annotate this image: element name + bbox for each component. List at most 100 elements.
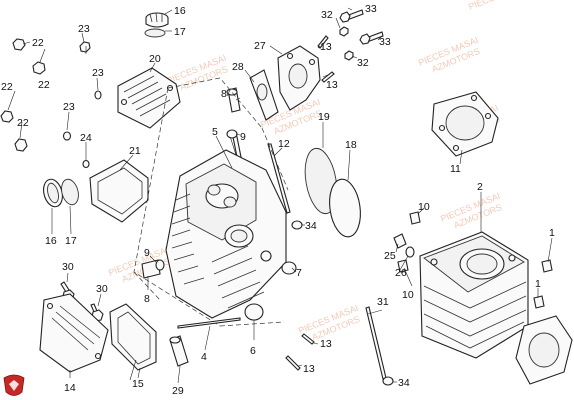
callout-13: 13 bbox=[326, 79, 338, 91]
gasket-15 bbox=[109, 303, 157, 371]
valve-cover-20 bbox=[117, 67, 181, 129]
oring-17-top bbox=[144, 28, 166, 38]
callout-9: 9 bbox=[240, 131, 246, 143]
callout-13: 13 bbox=[303, 363, 315, 375]
brand-shield-icon bbox=[3, 374, 25, 396]
nut-32a bbox=[339, 26, 349, 37]
oring-19 bbox=[304, 147, 338, 215]
callout-22: 22 bbox=[17, 117, 29, 129]
dowel-10a bbox=[409, 211, 421, 225]
cylinder-head bbox=[165, 149, 287, 319]
disc-18 bbox=[329, 178, 361, 238]
callout-30: 30 bbox=[62, 261, 74, 273]
callout-17: 17 bbox=[174, 26, 186, 38]
washer-24 bbox=[82, 159, 90, 169]
callout-23: 23 bbox=[92, 67, 104, 79]
stud-12 bbox=[267, 143, 291, 214]
ring-16-left bbox=[43, 178, 63, 208]
nut-23a bbox=[79, 41, 91, 53]
nut-22c bbox=[0, 110, 14, 123]
watermark-line: PIECES MASAI bbox=[467, 0, 530, 12]
callout-32: 32 bbox=[321, 9, 333, 21]
callout-19: 19 bbox=[318, 111, 330, 123]
callout-6: 6 bbox=[250, 345, 256, 357]
callout-21: 21 bbox=[129, 145, 141, 157]
callout-20: 20 bbox=[149, 53, 161, 65]
dowel-1a bbox=[541, 259, 553, 273]
callout-34: 34 bbox=[305, 220, 317, 232]
stud-31 bbox=[365, 306, 387, 380]
bolt-33b bbox=[359, 31, 384, 45]
ring-26 bbox=[405, 246, 415, 258]
callout-17: 17 bbox=[65, 235, 77, 247]
callout-29: 29 bbox=[172, 385, 184, 397]
callout-4: 4 bbox=[201, 351, 207, 363]
callout-23: 23 bbox=[63, 101, 75, 113]
nut-22a bbox=[12, 38, 26, 51]
callout-13: 13 bbox=[320, 41, 332, 53]
callout-25: 25 bbox=[384, 250, 396, 262]
callout-16: 16 bbox=[45, 235, 57, 247]
callout-13: 13 bbox=[320, 338, 332, 350]
callout-1: 1 bbox=[549, 227, 555, 239]
fitting-8-lower bbox=[141, 259, 165, 279]
callout-2: 2 bbox=[477, 181, 483, 193]
stud-13c bbox=[301, 333, 315, 345]
rod-4 bbox=[177, 317, 241, 329]
callout-24: 24 bbox=[80, 132, 92, 144]
sensor-29 bbox=[169, 335, 189, 367]
callout-7: 7 bbox=[296, 267, 302, 279]
callout-27: 27 bbox=[254, 40, 266, 52]
side-cover-14 bbox=[39, 293, 109, 373]
callout-18: 18 bbox=[345, 139, 357, 151]
gasket-21 bbox=[89, 159, 149, 223]
callout-30: 30 bbox=[96, 283, 108, 295]
callout-15: 15 bbox=[132, 378, 144, 390]
leader-lines bbox=[7, 7, 553, 384]
plug-34-upper bbox=[291, 220, 303, 230]
washer-23b bbox=[94, 90, 102, 100]
stud-13a bbox=[317, 35, 329, 49]
ring-7 bbox=[281, 261, 297, 275]
dowel-25 bbox=[393, 233, 407, 249]
callout-1: 1 bbox=[535, 278, 541, 290]
callout-9: 9 bbox=[144, 247, 150, 259]
callout-11: 11 bbox=[450, 163, 461, 175]
bolt-33a bbox=[339, 9, 364, 23]
callout-8: 8 bbox=[221, 88, 227, 100]
base-gasket-1 bbox=[515, 315, 573, 385]
ring-17-left bbox=[61, 178, 79, 206]
callout-33: 33 bbox=[379, 36, 391, 48]
callout-12: 12 bbox=[278, 138, 290, 150]
callout-8: 8 bbox=[144, 293, 150, 305]
stud-13d bbox=[285, 355, 301, 371]
ring-6 bbox=[244, 303, 264, 321]
callout-26: 26 bbox=[395, 267, 407, 279]
plug-34-lower bbox=[382, 376, 394, 386]
callout-23: 23 bbox=[78, 23, 90, 35]
callout-5: 5 bbox=[212, 126, 218, 138]
callout-22: 22 bbox=[1, 81, 13, 93]
dowel-1b bbox=[533, 295, 545, 309]
assembly-guide-lines bbox=[133, 77, 289, 327]
callout-34: 34 bbox=[398, 377, 410, 389]
callout-22: 22 bbox=[38, 79, 50, 91]
intake-flange-27 bbox=[277, 45, 321, 111]
cylinder-block-2 bbox=[419, 231, 529, 359]
nut-32b bbox=[344, 50, 354, 61]
callout-28: 28 bbox=[232, 61, 244, 73]
nut-22b bbox=[32, 61, 46, 75]
callout-22: 22 bbox=[32, 37, 44, 49]
callout-33: 33 bbox=[365, 3, 377, 15]
intake-manifold-28 bbox=[249, 69, 279, 121]
spark-fitting-8-upper bbox=[226, 87, 241, 139]
callout-10: 10 bbox=[402, 289, 414, 301]
base-gasket-11 bbox=[431, 91, 499, 157]
callout-10: 10 bbox=[418, 201, 430, 213]
washer-23c bbox=[62, 131, 72, 141]
callout-32: 32 bbox=[357, 57, 369, 69]
callout-14: 14 bbox=[64, 382, 76, 394]
filler-cap-16 bbox=[145, 12, 169, 28]
callout-labels: 1 1 2 4 5 6 7 8 8 9 9 10 10 11 12 13 13 … bbox=[1, 3, 555, 397]
